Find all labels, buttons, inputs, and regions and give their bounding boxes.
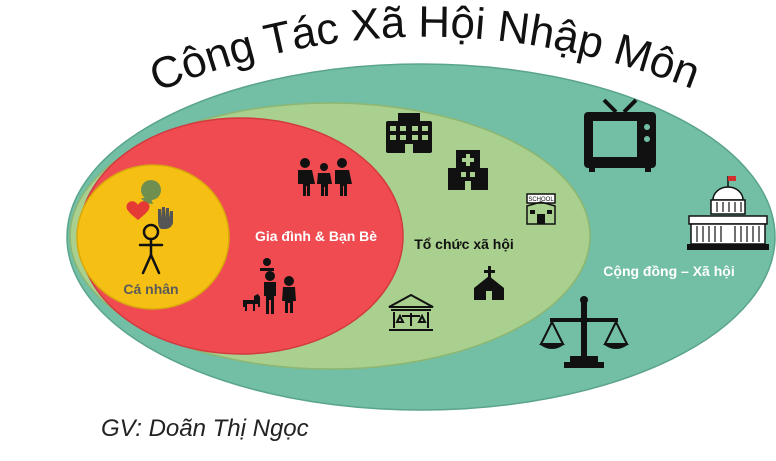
label-individual: Cá nhân (123, 281, 178, 297)
courthouse-icon (388, 293, 434, 331)
scales-icon (539, 296, 629, 368)
school-sign-text: SCHOOL (528, 197, 554, 203)
hand-icon (158, 207, 173, 229)
heart-icon (126, 201, 150, 220)
label-family: Gia đình & Bạn Bè (255, 228, 377, 244)
head-icon (141, 180, 161, 204)
parent-child-dog-icon (242, 258, 296, 314)
office-building-icon (386, 113, 432, 153)
family-icon (298, 158, 352, 196)
instructor-credit: GV: Doãn Thị Ngọc (101, 415, 309, 442)
school-icon: SCHOOL (526, 193, 556, 225)
label-community: Cộng đồng – Xã hội (603, 263, 734, 279)
capitol-icon (687, 176, 769, 250)
tv-icon (584, 98, 656, 172)
label-organization: Tổ chức xã hội (414, 236, 514, 252)
individual-ellipse (76, 164, 230, 310)
hospital-icon (448, 150, 488, 190)
church-icon (474, 266, 504, 300)
stick-person-icon (138, 223, 164, 275)
